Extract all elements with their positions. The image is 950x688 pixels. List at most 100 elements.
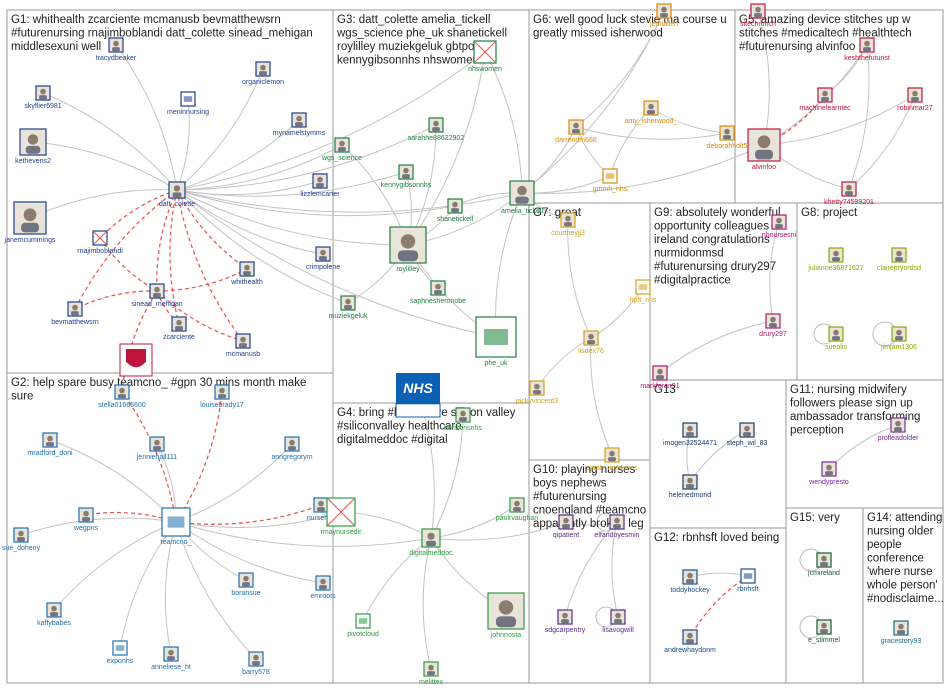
node-crest-logo[interactable] [119,343,153,377]
head-shape [770,316,776,323]
node-mynamelstymms[interactable]: mynamelstymms [273,112,326,137]
node-anneliese_ht[interactable]: anneliese_ht [151,646,191,671]
node-gmmh_nhs[interactable]: gmmh_nhs [593,168,628,193]
node-johnnosta[interactable]: johnnosta [487,592,525,639]
node-amelia_tickell[interactable]: amelia_tickell [501,180,543,215]
node-label: lisdex76 [578,348,604,355]
node-jackyvincent3[interactable]: jackyvincent3 [515,380,558,405]
head-shape [427,532,435,540]
node-sueolis[interactable]: sueolis [825,326,847,351]
node-paulrvaughan[interactable]: paulrvaughan [496,497,539,522]
node-crimpolene[interactable]: crimpolene [306,246,340,271]
node-saphnesheronobe[interactable]: saphnesheronobe [410,280,466,305]
node-label: e_stimmel [808,637,840,644]
node-sue_doheny[interactable]: sue_doheny [2,527,41,552]
node-machinelearntec[interactable]: machinelearntec [799,87,851,112]
node-e_stimmel[interactable]: e_stimmel [808,619,840,644]
node-muziekgeluk[interactable]: muziekgeluk [329,295,368,320]
node-clairepryordsd[interactable]: clairepryordsd [877,247,921,272]
node-keshthefuturist[interactable]: keshthefuturist [844,37,890,62]
node-kethevens2[interactable]: kethevens2 [15,128,51,165]
node-barry578[interactable]: barry578 [242,651,270,676]
node-emroots[interactable]: emroots [310,575,336,600]
node-boransue[interactable]: boransue [231,572,261,597]
node-bevmatthewsrn[interactable]: bevmatthewsrn [51,301,99,326]
node-lizzlemcarter[interactable]: lizzlemcarter [300,173,340,198]
node-qipatient[interactable]: qipatient [553,514,580,539]
node-label: melittex [419,679,444,686]
node-nhslogo[interactable]: NHS [395,373,441,418]
node-elfandoyesmin[interactable]: elfandoyesmin [594,514,640,539]
node-nhnursesni[interactable]: nhnursesni [762,214,797,239]
node-kennygibsonnhs[interactable]: kennygibsonnhs [381,164,432,189]
node-mcmanusb[interactable]: mcmanusb [226,333,260,358]
node-jimjam1306[interactable]: jimjam1306 [880,326,917,351]
node-sarahhe88622902[interactable]: sarahhe88622902 [408,117,465,142]
node-hpft_nhs[interactable]: hpft_nhs [630,279,657,304]
node-gracestory93[interactable]: gracestory93 [881,620,922,645]
node-alvinfoo[interactable]: alvinfoo [747,128,781,171]
node-robinmar27[interactable]: robinmar27 [897,87,933,112]
body-shape [172,192,182,198]
node-drury297[interactable]: drury297 [759,313,787,338]
node-steph_wil_83[interactable]: steph_wil_83 [727,422,768,447]
node-amy_isherwood_[interactable]: amy_isherwood_ [625,100,678,125]
group-title-line: apparently broken leg [533,518,644,530]
node-kaffybabes[interactable]: kaffybabes [37,602,71,627]
graph-edge [176,171,407,197]
node-louisebrady17[interactable]: louisebrady17 [200,384,244,409]
node-markforan91[interactable]: markforan91 [640,365,680,390]
node-lisdex76[interactable]: lisdex76 [578,330,604,355]
node-profleadolder[interactable]: profleadolder [878,417,920,442]
node-julianne36871627[interactable]: julianne36871627 [807,247,864,272]
head-shape [896,250,902,257]
node-horizonsnhs[interactable]: horizonsnhs [444,407,482,432]
node-rbnhsft[interactable]: rbnhsft [737,568,759,593]
node-wendypresto[interactable]: wendypresto [808,461,849,486]
node-phe_uk[interactable]: phe_uk [475,316,517,367]
node-melittex[interactable]: melittex [419,661,444,686]
node-organiclemon[interactable]: organiclemon [242,61,284,86]
node-stella01666600[interactable]: stella01666600 [98,384,146,409]
node-nhswomen[interactable]: nhswomen [468,40,502,73]
logo-mark [115,645,125,651]
node-roylilley[interactable]: roylilley [389,226,427,273]
node-darrendm666[interactable]: darrendm666 [555,119,597,144]
node-khetty74599201[interactable]: khetty74599201 [824,181,874,206]
node-rmaynursedir[interactable]: rmaynursedir [321,497,363,536]
node-rnajimbobland-i[interactable]: rnajimbobland​i [77,230,123,255]
node-helenedmond[interactable]: helenedmond [669,474,712,499]
node-exponhs[interactable]: exponhs [107,640,134,665]
node-courtneyjj3[interactable]: courtneyjj3 [551,212,585,237]
node-janemcummings[interactable]: janemcummings [4,201,56,244]
node-sarah_ace4sons[interactable]: sarah_ace4sons [586,447,638,472]
node-sinead_mehigan[interactable]: sinead_mehigan [131,283,183,308]
head-shape [433,120,439,127]
node-teamcno_[interactable]: teamcno_ [161,507,192,546]
node-tracydbeaker[interactable]: tracydbeaker [96,37,137,62]
node-wegpns[interactable]: wegpns [73,507,99,532]
node-label: nhnursesni [762,232,797,239]
node-wgs_science[interactable]: wgs_science [321,137,362,162]
node-digitalmeddoc[interactable]: digitalmeddoc [409,528,453,557]
node-whithealth[interactable]: whithealth [230,261,263,286]
node-datt_colette[interactable]: datt_colette [159,181,195,208]
node-zcarciente[interactable]: zcarciente [163,316,195,341]
node-shanetickell[interactable]: shanetickell [437,198,474,223]
node-imogen32524471[interactable]: imogen32524471 [663,422,717,447]
node-toddyhockey[interactable]: toddyhockey [670,569,710,594]
node-andrewhaydonm[interactable]: andrewhaydonm [664,629,716,654]
node-sitechrunch[interactable]: sitechrunch [740,3,776,28]
node-skyflier6981[interactable]: skyflier6981 [24,85,62,110]
node-anngregorym[interactable]: anngregorym [271,436,313,461]
node-lisavogwill[interactable]: lisavogwill [602,609,634,634]
node-jcmireland[interactable]: jcmireland [807,552,840,577]
node-meninnursing[interactable]: meninnursing [167,91,209,116]
node-jennallen[interactable]: jennallen [649,3,678,28]
node-jenniehall111[interactable]: jenniehall111 [136,436,177,461]
node-pivotcloud[interactable]: pivotcloud [347,613,379,638]
node-mradford_doni[interactable]: mradford_doni [27,432,73,457]
node-deborahholt5[interactable]: deborahholt5 [707,125,748,150]
node-sdgcarpentry[interactable]: sdgcarpentry [545,609,586,634]
